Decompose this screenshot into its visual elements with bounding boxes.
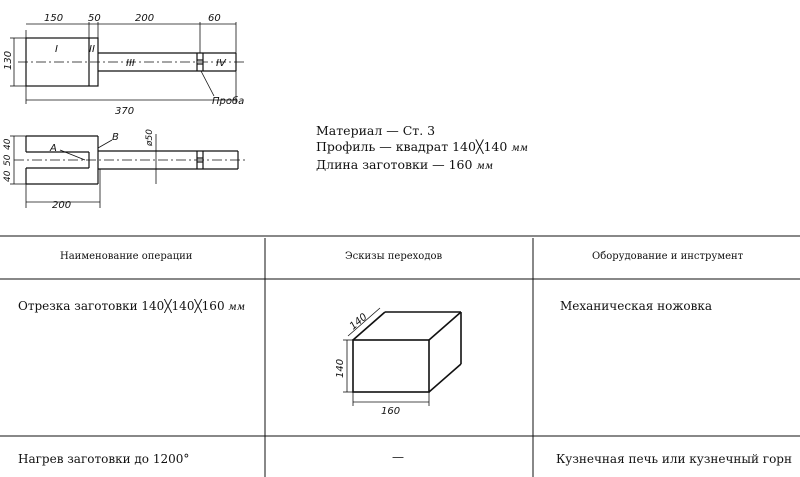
label-b: В <box>112 132 119 143</box>
dim-phi-50: ø50 <box>145 129 155 147</box>
dim-370: 370 <box>115 106 134 117</box>
spec-profile-text: Профиль — квадрат 140╳140 <box>316 139 508 154</box>
dim-150: 150 <box>44 13 63 24</box>
row1-operation: Отрезка заготовки 140╳140╳160 мм <box>18 299 245 313</box>
dim-50: 50 <box>88 13 101 24</box>
section-i: I <box>55 44 58 55</box>
material-spec: Материал — Ст. 3 Профиль — квадрат 140╳1… <box>316 123 528 175</box>
row1-operation-unit: мм <box>228 302 245 313</box>
billet-sketch: 140 140 160 <box>335 307 462 417</box>
label-a: А <box>49 143 57 154</box>
dim-40-top: 40 <box>3 138 13 150</box>
spec-profile-unit: мм <box>511 143 528 154</box>
row2-operation: Нагрев заготовки до 1200° <box>18 452 190 466</box>
sketch-dim-140-side: 140 <box>335 359 346 378</box>
header-equipment: Оборудование и инструмент <box>592 251 744 262</box>
dim-130: 130 <box>3 51 14 70</box>
dim-200: 200 <box>135 13 154 24</box>
bottom-drawing: 40 50 40 200 ø50 А В <box>3 129 248 211</box>
header-operation: Наименование операции <box>60 251 193 262</box>
section-iv: IV <box>216 58 227 69</box>
row1-operation-text: Отрезка заготовки 140╳140╳160 <box>18 299 225 313</box>
row2-equipment: Кузнечная печь или кузнечный горн <box>556 452 792 466</box>
spec-length-text: Длина заготовки — 160 <box>316 157 473 172</box>
header-sketches: Эскизы переходов <box>345 251 443 262</box>
sample-label: Проба <box>212 95 244 107</box>
row1-equipment: Механическая ножовка <box>560 299 712 313</box>
spec-material: Материал — Ст. 3 <box>316 123 436 138</box>
top-drawing: 150 50 200 60 130 370 I II III IV Проба <box>3 13 245 117</box>
dim-60: 60 <box>208 13 221 24</box>
spec-length: Длина заготовки — 160 мм <box>316 157 528 175</box>
section-iii: III <box>126 58 135 69</box>
spec-profile: Профиль — квадрат 140╳140 мм <box>316 139 528 157</box>
dim-200-bottom: 200 <box>52 200 71 211</box>
section-ii: II <box>89 44 95 55</box>
row2-sketch-dash: — <box>392 450 404 464</box>
dim-50-mid: 50 <box>3 154 13 166</box>
sketch-dim-160: 160 <box>381 406 400 417</box>
dim-40-bottom: 40 <box>3 170 13 182</box>
spec-length-unit: мм <box>476 161 494 172</box>
